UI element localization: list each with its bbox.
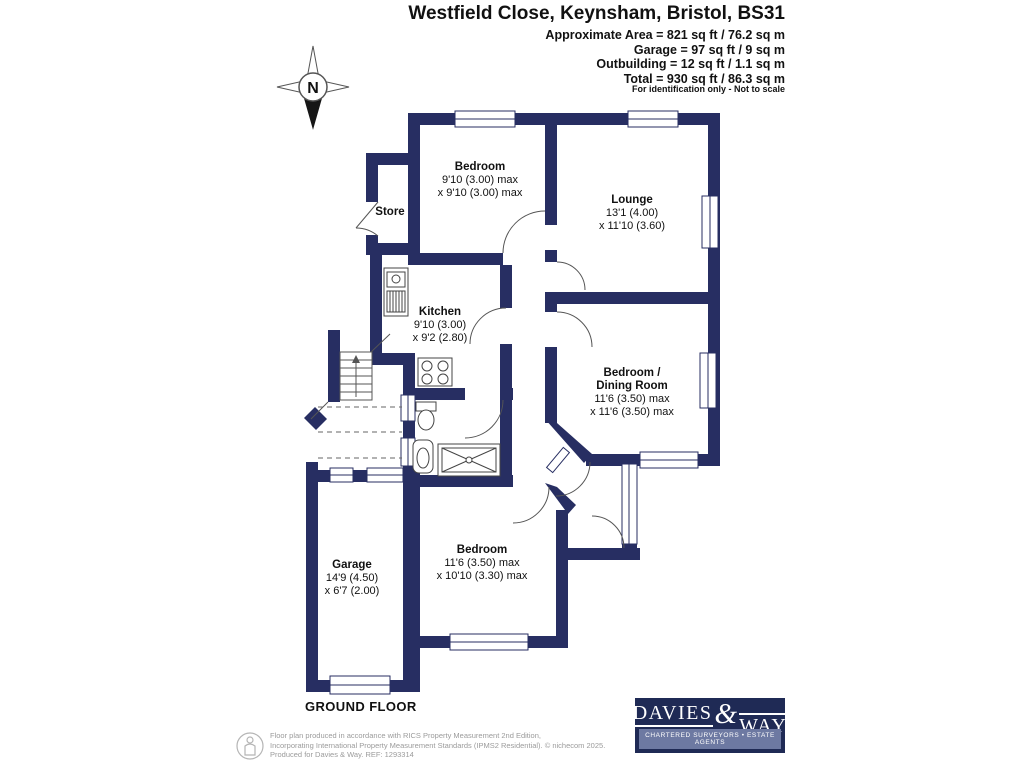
door-vestibule bbox=[545, 446, 591, 497]
window-bedroom-top bbox=[454, 110, 516, 128]
door-side-lobby bbox=[369, 333, 391, 354]
door-kitchen bbox=[469, 307, 507, 345]
window-bathroom-left-1 bbox=[400, 394, 416, 422]
window-garage-top-2 bbox=[366, 467, 404, 483]
door-beddining bbox=[556, 311, 593, 348]
area-line-approximate: Approximate Area = 821 sq ft / 76.2 sq m bbox=[545, 28, 785, 42]
sink-unit-fixture bbox=[383, 267, 409, 317]
door-lounge bbox=[556, 261, 586, 291]
bathtub-fixture bbox=[437, 443, 501, 477]
door-bedroom-top bbox=[502, 210, 546, 254]
compass-north-label: N bbox=[307, 80, 319, 97]
door-store bbox=[355, 201, 379, 237]
porch-dashed-area bbox=[318, 406, 402, 459]
compass-icon: N bbox=[276, 45, 350, 130]
logo-wordmark: DAVIES & WAY bbox=[632, 698, 788, 737]
identification-disclaimer: For identification only - Not to scale bbox=[631, 84, 785, 94]
toilet-fixture bbox=[415, 401, 437, 431]
window-garage-top-1 bbox=[329, 467, 354, 483]
room-label-kitchen: Kitchen 9'10 (3.00) x 9'2 (2.80) bbox=[412, 306, 468, 344]
logo-ampersand: & bbox=[714, 698, 738, 730]
window-bedroom-bottom bbox=[449, 633, 529, 651]
area-summary: Approximate Area = 821 sq ft / 76.2 sq m… bbox=[545, 28, 785, 86]
room-label-bedroom-bottom: Bedroom 11'6 (3.50) max x 10'10 (3.30) m… bbox=[436, 544, 528, 582]
door-bathroom bbox=[464, 399, 504, 439]
garage-door bbox=[329, 675, 391, 695]
window-beddining-bottom bbox=[639, 451, 699, 469]
window-lounge-right bbox=[701, 195, 719, 249]
fixtures bbox=[383, 267, 501, 477]
room-label-lounge: Lounge 13'1 (4.00) x 11'10 (3.60) bbox=[598, 194, 666, 232]
window-lounge-top bbox=[627, 110, 679, 128]
room-label-store: Store bbox=[375, 206, 405, 218]
davies-way-logo: DAVIES & WAY CHARTERED SURVEYORS • ESTAT… bbox=[632, 698, 788, 753]
room-label-garage: Garage 14'9 (4.50) x 6'7 (2.00) bbox=[324, 559, 380, 597]
hob-fixture bbox=[417, 357, 453, 387]
windows bbox=[329, 110, 719, 695]
door-bedroom-bottom bbox=[512, 486, 550, 524]
area-line-total: Total = 930 sq ft / 86.3 sq m bbox=[623, 71, 785, 86]
walls bbox=[304, 113, 720, 692]
basin-fixture bbox=[412, 439, 434, 474]
room-label-bedroom-dining: Bedroom / Dining Room 11'6 (3.50) max x … bbox=[590, 367, 674, 418]
window-beddining-right bbox=[699, 352, 717, 409]
production-note: Floor plan produced in accordance with R… bbox=[270, 731, 606, 760]
area-line-outbuilding: Outbuilding = 12 sq ft / 1.1 sq m bbox=[596, 57, 785, 71]
window-porch-side bbox=[621, 463, 638, 545]
property-title: Westfield Close, Keynsham, Bristol, BS31 bbox=[408, 3, 785, 24]
stairs bbox=[339, 351, 373, 401]
person-icon bbox=[236, 732, 264, 760]
room-label-bedroom-top: Bedroom 9'10 (3.00) max x 9'10 (3.00) ma… bbox=[437, 161, 523, 199]
area-line-garage: Garage = 97 sq ft / 9 sq m bbox=[633, 42, 785, 57]
logo-tagline: CHARTERED SURVEYORS • ESTATE AGENTS bbox=[639, 729, 781, 749]
ground-floor-label: GROUND FLOOR bbox=[305, 699, 417, 714]
door-front bbox=[591, 515, 625, 549]
door-arcs bbox=[310, 201, 625, 549]
door-side-rear bbox=[310, 401, 329, 420]
